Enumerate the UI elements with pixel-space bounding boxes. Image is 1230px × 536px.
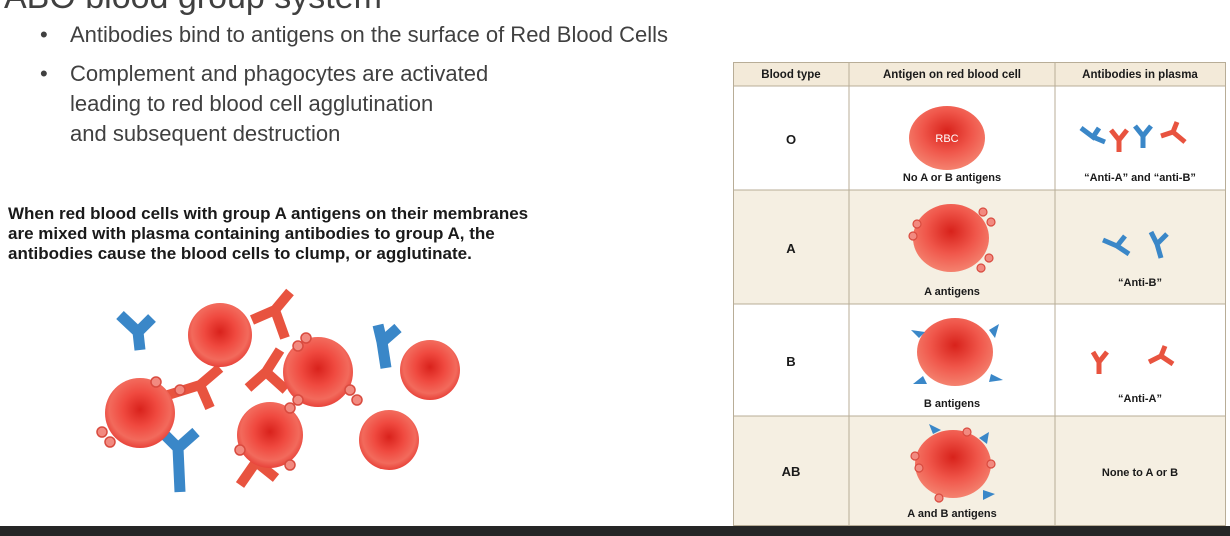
bullet-item: • Complement and phagocytes are activate…: [40, 59, 668, 149]
anti-b-antibody-icons-a: [1102, 230, 1169, 259]
red-blood-cell-icon: [908, 204, 996, 273]
antigen-label-o: No A or B antigens: [903, 172, 1001, 184]
bullet-text: leading to red blood cell agglutination: [70, 91, 434, 116]
header-blood-type: Blood type: [761, 69, 820, 81]
antibody-label-ab: None to A or B: [1102, 467, 1178, 479]
header-antibodies: Antibodies in plasma: [1082, 69, 1198, 81]
blood-type-ab: AB: [782, 464, 801, 479]
bottom-bar: [0, 526, 1230, 536]
bullet-text: Complement and phagocytes are activated: [70, 61, 489, 86]
blood-type-b: B: [786, 354, 795, 369]
caption-line: When red blood cells with group A antige…: [8, 204, 529, 223]
caption-line: antibodies cause the blood cells to clum…: [8, 244, 472, 263]
antigen-label-a: A antigens: [924, 286, 980, 298]
header-antigen: Antigen on red blood cell: [883, 69, 1021, 81]
slide-title: ABO blood group system: [4, 0, 382, 17]
antigen-label-ab: A and B antigens: [907, 508, 996, 520]
red-blood-cell-icon: [911, 318, 1003, 386]
rbc-label: RBC: [935, 133, 958, 145]
anti-b-antibody-icon: [156, 426, 200, 493]
antibody-label-b: “Anti-A”: [1118, 393, 1162, 405]
agglutination-illustration: [80, 280, 500, 515]
blood-type-table: Blood type Antigen on red blood cell Ant…: [733, 62, 1226, 526]
bullet-dot: •: [40, 22, 48, 47]
blood-type-a: A: [786, 241, 796, 256]
red-blood-cell-icon: [105, 303, 460, 470]
blood-type-o: O: [786, 132, 796, 147]
bullet-list: • Antibodies bind to antigens on the sur…: [40, 20, 668, 158]
anti-a-antibody-icons-b: [1090, 345, 1175, 374]
bullet-text: Antibodies bind to antigens on the surfa…: [70, 22, 669, 47]
bullet-text: and subsequent destruction: [70, 121, 341, 146]
red-blood-cell-icon: [910, 424, 996, 503]
antibody-icons-o: [1079, 121, 1187, 152]
bullet-item: • Antibodies bind to antigens on the sur…: [40, 20, 668, 50]
caption-line: are mixed with plasma containing antibod…: [8, 224, 495, 243]
anti-b-antibody-icon: [372, 323, 402, 369]
anti-b-antibody-icon: [116, 311, 156, 351]
antibody-label-a: “Anti-B”: [1118, 277, 1162, 289]
bullet-dot: •: [40, 61, 48, 86]
agglutination-caption: When red blood cells with group A antige…: [8, 204, 648, 264]
antigen-label-b: B antigens: [924, 398, 980, 410]
red-blood-cell-icon: RBC: [909, 106, 985, 170]
antigen-dots: [96, 332, 363, 471]
antibody-label-o: “Anti-A” and “anti-B”: [1084, 172, 1196, 184]
